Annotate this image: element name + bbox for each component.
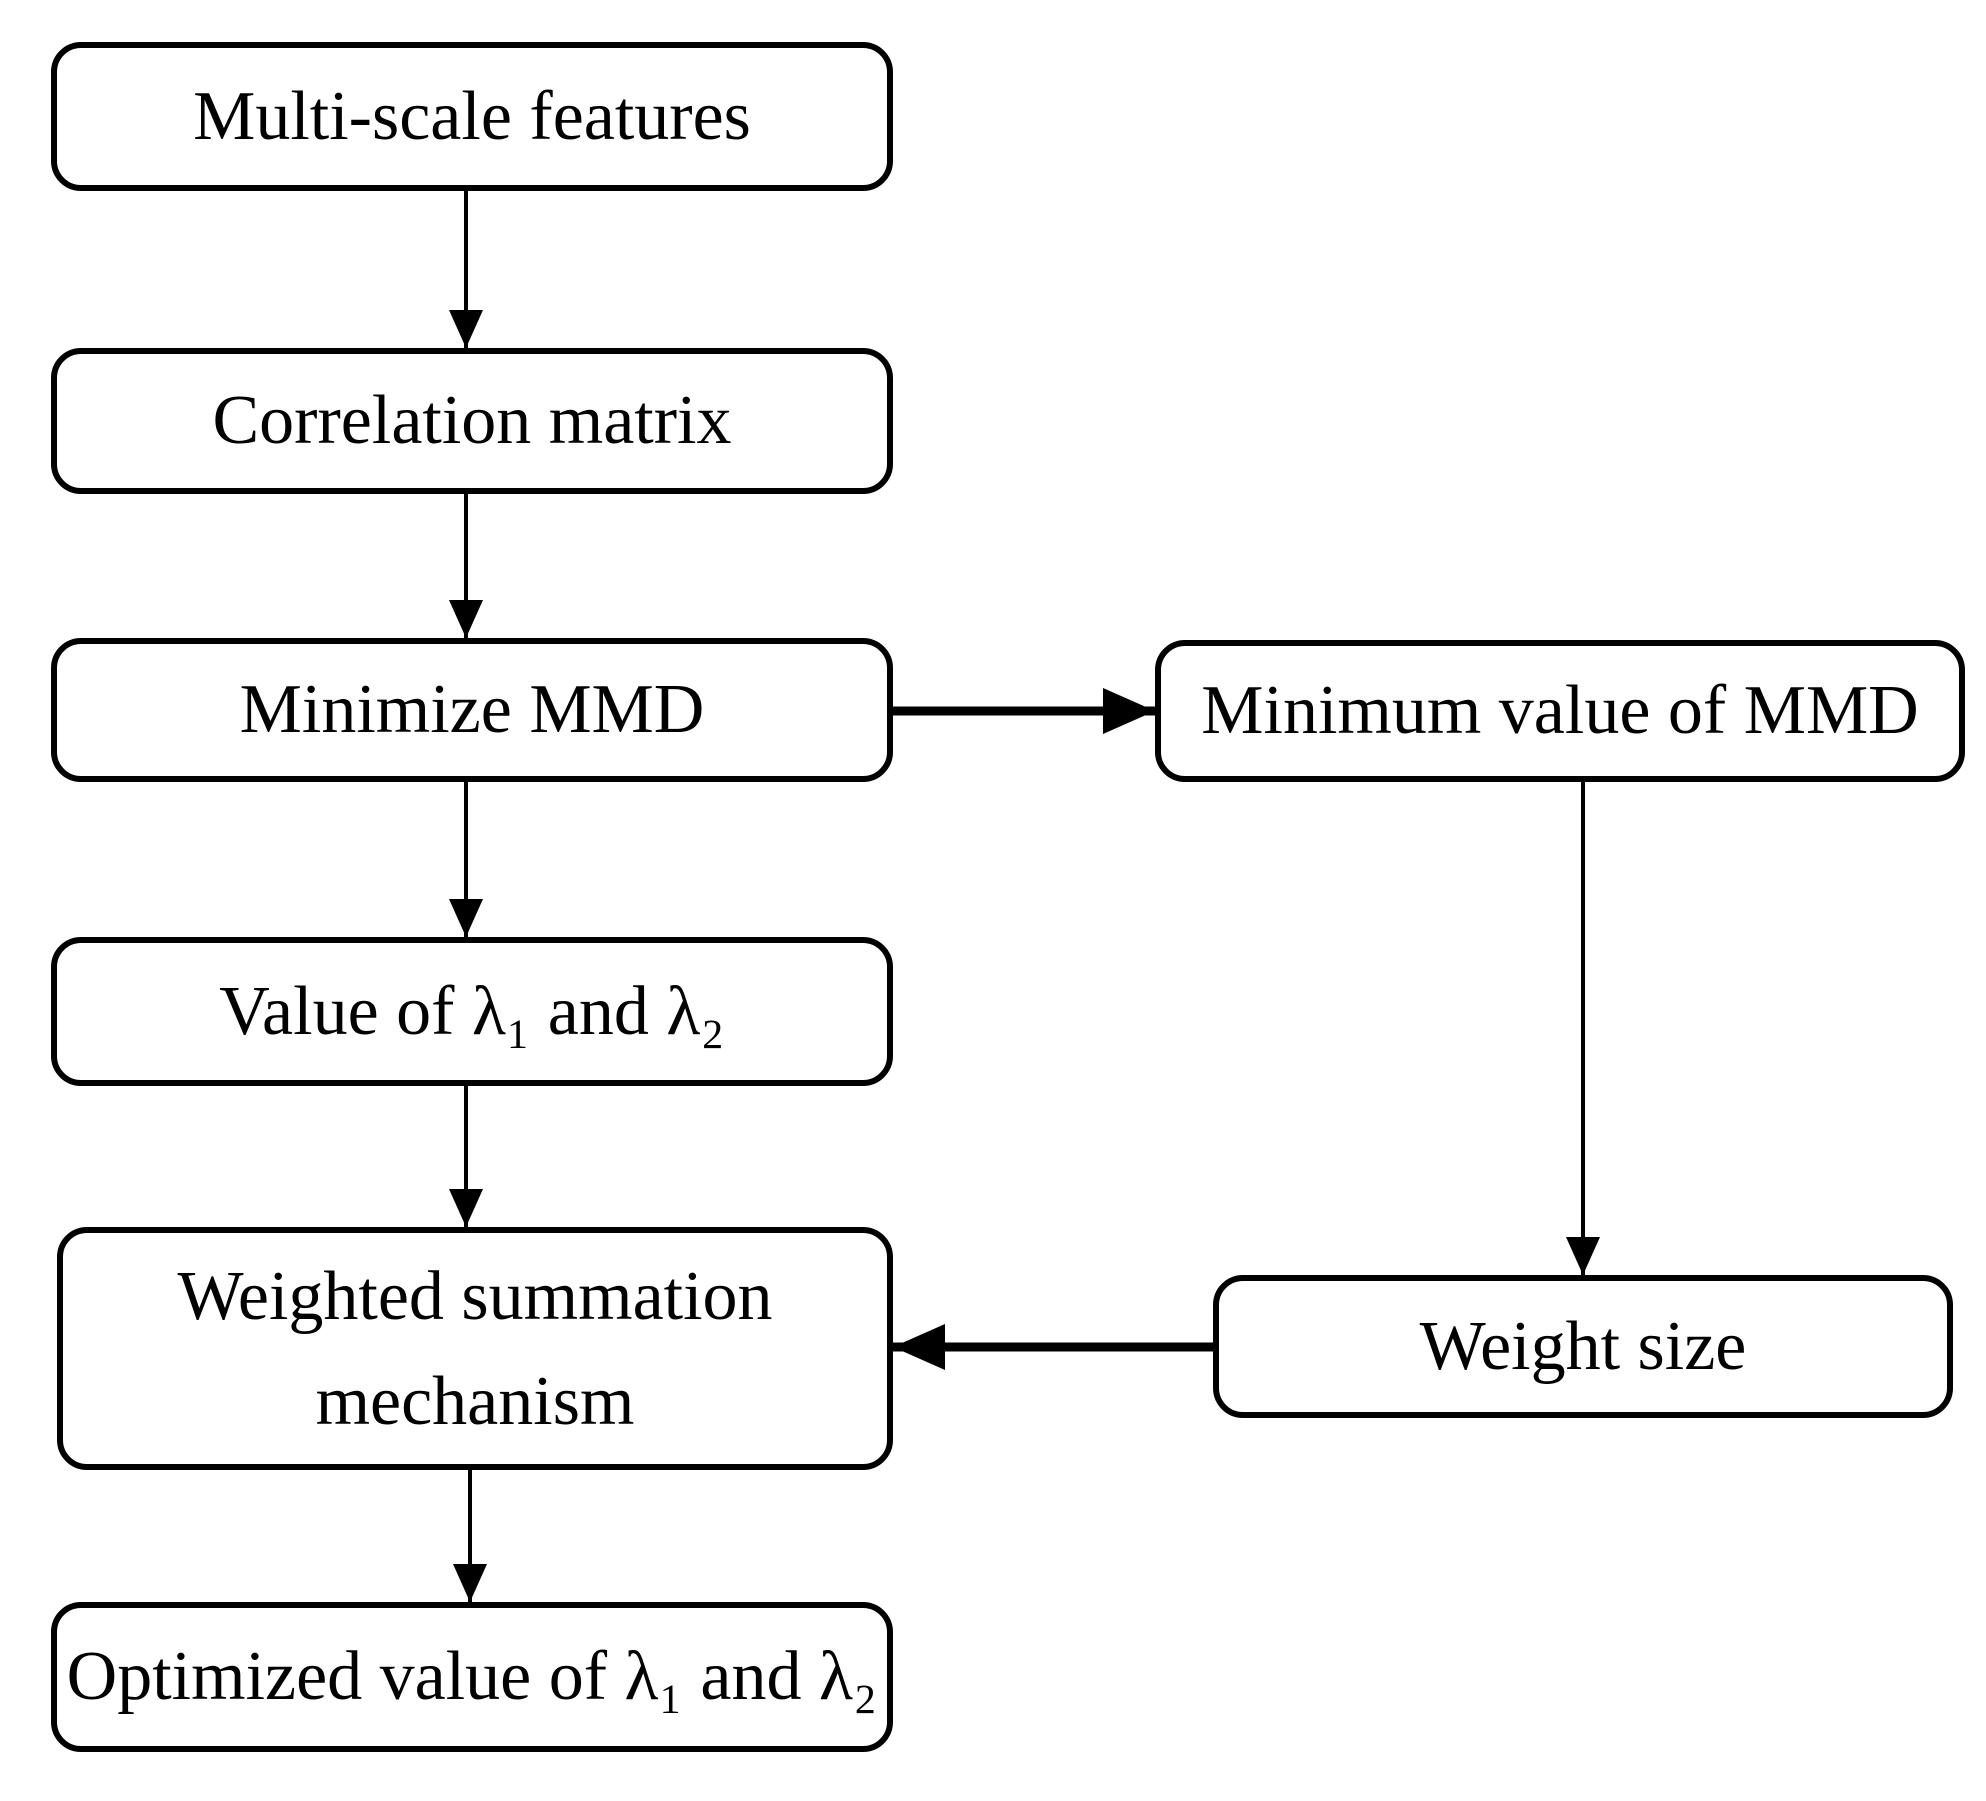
node-multi-scale-features: Multi-scale features: [51, 42, 893, 191]
node-correlation-matrix: Correlation matrix: [51, 348, 893, 494]
node-value-of-lambda1-and-lambda2: Value of λ₁ and λ₂: [51, 937, 893, 1086]
node-weight-size: Weight size: [1213, 1275, 1953, 1418]
node-optimized-value-of-lambda1-and-lambda2: Optimized value of λ₁ and λ₂: [51, 1602, 893, 1752]
node-minimize-mmd: Minimize MMD: [51, 638, 893, 782]
node-weighted-summation-mechanism: Weighted summation mechanism: [57, 1227, 893, 1470]
node-minimum-value-of-mmd: Minimum value of MMD: [1155, 640, 1965, 782]
